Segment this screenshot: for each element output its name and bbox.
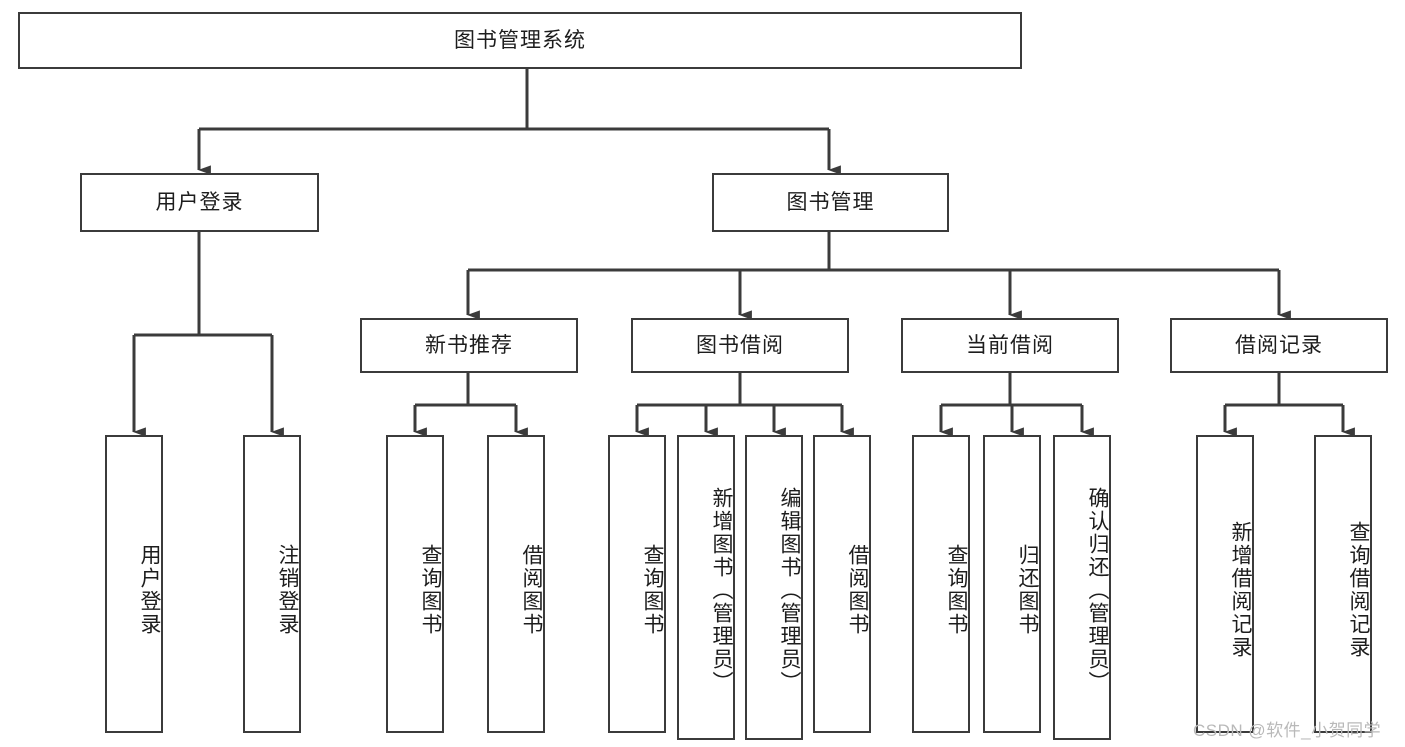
node-new-book-recommend[interactable]: 新书推荐 [360, 318, 578, 373]
leaf-logout-login[interactable]: 注销登录 [243, 435, 301, 733]
leaf-add-borrow-record[interactable]: 新增借阅记录 [1196, 435, 1254, 733]
leaf-query-book-current[interactable]: 查询图书 [912, 435, 970, 733]
node-book-management-label: 图书管理 [786, 190, 875, 214]
leaf-confirm-return-admin[interactable]: 确认归还（管理员） [1053, 435, 1111, 740]
leaf-borrow-book-borrow-label: 借阅图书 [846, 544, 869, 636]
csdn-watermark: CSDN @软件_小贺同学 [1193, 721, 1382, 740]
leaf-add-book-admin-label: 新增图书（管理员） [710, 487, 733, 694]
node-root-label: 图书管理系统 [454, 28, 586, 52]
leaf-borrow-book-newbook-label: 借阅图书 [520, 544, 543, 636]
leaf-query-borrow-record[interactable]: 查询借阅记录 [1314, 435, 1372, 733]
leaf-edit-book-admin[interactable]: 编辑图书（管理员） [745, 435, 803, 740]
leaf-query-book-newbook-label: 查询图书 [419, 544, 442, 636]
leaf-logout-login-label: 注销登录 [276, 544, 299, 636]
leaf-query-borrow-record-label: 查询借阅记录 [1347, 521, 1370, 659]
node-user-login[interactable]: 用户登录 [80, 173, 319, 232]
node-new-book-recommend-label: 新书推荐 [425, 333, 513, 357]
leaf-user-login[interactable]: 用户登录 [105, 435, 163, 733]
leaf-borrow-book-borrow[interactable]: 借阅图书 [813, 435, 871, 733]
node-borrow-record[interactable]: 借阅记录 [1170, 318, 1388, 373]
node-root[interactable]: 图书管理系统 [18, 12, 1022, 69]
node-current-borrow[interactable]: 当前借阅 [901, 318, 1119, 373]
leaf-query-book-borrow[interactable]: 查询图书 [608, 435, 666, 733]
leaf-user-login-label: 用户登录 [138, 544, 161, 636]
node-user-login-label: 用户登录 [155, 190, 244, 214]
leaf-query-book-newbook[interactable]: 查询图书 [386, 435, 444, 733]
leaf-query-book-borrow-label: 查询图书 [641, 544, 664, 636]
node-book-borrow[interactable]: 图书借阅 [631, 318, 849, 373]
node-current-borrow-label: 当前借阅 [966, 333, 1054, 357]
leaf-query-book-current-label: 查询图书 [945, 544, 968, 636]
node-book-management[interactable]: 图书管理 [712, 173, 949, 232]
node-book-borrow-label: 图书借阅 [696, 333, 784, 357]
leaf-add-book-admin[interactable]: 新增图书（管理员） [677, 435, 735, 740]
node-borrow-record-label: 借阅记录 [1235, 333, 1323, 357]
leaf-edit-book-admin-label: 编辑图书（管理员） [778, 487, 801, 694]
leaf-borrow-book-newbook[interactable]: 借阅图书 [487, 435, 545, 733]
leaf-return-book-label: 归还图书 [1016, 544, 1039, 636]
leaf-add-borrow-record-label: 新增借阅记录 [1229, 521, 1252, 659]
leaf-confirm-return-admin-label: 确认归还（管理员） [1086, 487, 1109, 694]
leaf-return-book[interactable]: 归还图书 [983, 435, 1041, 733]
